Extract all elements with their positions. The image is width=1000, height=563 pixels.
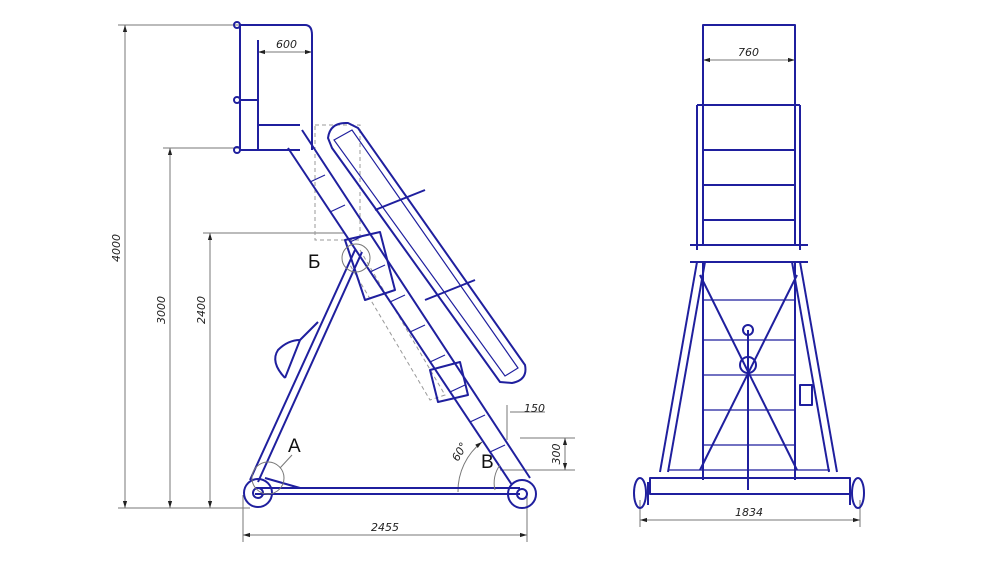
callout-v: В bbox=[481, 452, 494, 473]
ghost-position bbox=[314, 124, 446, 401]
callout-a: A bbox=[288, 436, 301, 457]
stair bbox=[287, 129, 531, 486]
dim-base-width: 1834 bbox=[735, 506, 763, 519]
handrail-panel bbox=[327, 121, 527, 384]
front-wheel bbox=[507, 479, 537, 509]
dim-base-length: 2455 bbox=[371, 521, 399, 534]
dim-step-rise: 300 bbox=[550, 444, 563, 465]
dimension-lines bbox=[118, 24, 575, 542]
base-frame bbox=[243, 477, 537, 509]
dim-platform-depth: 600 bbox=[276, 38, 297, 51]
dim-platform-width: 760 bbox=[738, 46, 759, 59]
callout-b: Б bbox=[308, 252, 320, 273]
front-view: 760 1834 bbox=[633, 24, 865, 527]
front-dimension-lines bbox=[639, 57, 861, 527]
dim-angle: 60° bbox=[449, 440, 470, 463]
dim-step-offset: 150 bbox=[524, 402, 545, 415]
side-view: 4000 3000 2400 600 2455 150 300 60° bbox=[110, 21, 575, 542]
dim-platform-height: 3000 bbox=[155, 296, 168, 324]
platform bbox=[233, 21, 313, 154]
front-left-wheel bbox=[633, 477, 647, 509]
front-right-wheel bbox=[851, 477, 865, 509]
rear-wheel bbox=[243, 478, 273, 508]
dim-total-height: 4000 bbox=[110, 234, 123, 262]
rear-leg bbox=[249, 249, 363, 483]
front-steps bbox=[703, 149, 795, 221]
hinge-bracket bbox=[344, 231, 396, 301]
dim-middle-height: 2400 bbox=[195, 296, 208, 324]
